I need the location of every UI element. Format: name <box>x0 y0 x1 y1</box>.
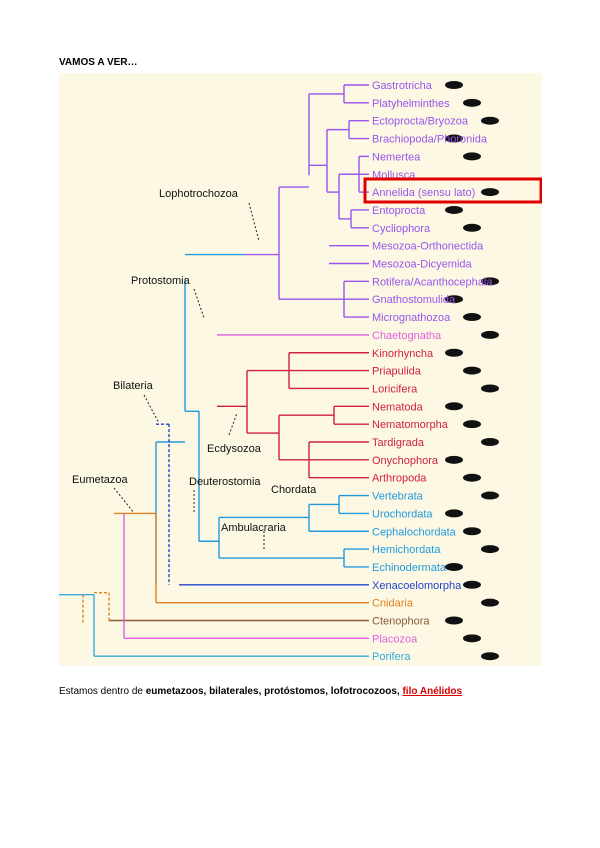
organism-silhouette-icon <box>481 545 499 554</box>
taxon-label: Cycliophora <box>372 223 431 235</box>
organism-silhouette-icon <box>481 116 499 125</box>
caption-separator: , <box>258 686 265 697</box>
organism-silhouette-icon <box>445 509 463 518</box>
taxon-label: Placozoa <box>372 633 418 645</box>
clade-label-eumetazoa: Eumetazoa <box>72 474 129 486</box>
organism-silhouette-icon <box>445 295 463 304</box>
clade-label-lophotrochozoa: Lophotrochozoa <box>159 188 239 200</box>
organism-silhouette-icon <box>481 491 499 500</box>
organism-silhouettes <box>445 81 499 661</box>
organism-silhouette-icon <box>481 652 499 661</box>
organism-silhouette-icon <box>481 188 499 197</box>
caption-text: Estamos dentro de eumetazoos, bilaterale… <box>59 686 462 697</box>
organism-silhouette-icon <box>463 473 481 482</box>
clade-label-ambulacraria: Ambulacraria <box>221 522 287 534</box>
taxon-label: Vertebrata <box>372 491 424 503</box>
clade-label-chordata: Chordata <box>271 484 317 496</box>
caption-lofotrocozoos: lofotrocozoos <box>330 686 397 697</box>
taxon-label: Cephalochordata <box>372 526 457 538</box>
taxon-label: Priapulida <box>372 366 422 378</box>
organism-silhouette-icon <box>445 562 463 571</box>
caption-prefix: Estamos dentro de <box>59 686 146 697</box>
taxon-label: Brachiopoda/Phoronida <box>372 134 488 146</box>
taxon-label: Mesozoa-Orthonectida <box>372 241 484 253</box>
organism-silhouette-icon <box>445 81 463 89</box>
taxon-label: Onychophora <box>372 455 439 467</box>
organism-silhouette-icon <box>463 527 481 536</box>
page-heading: VAMOS A VER… <box>59 57 138 68</box>
organism-silhouette-icon <box>463 313 481 322</box>
clade-pointer <box>143 394 160 424</box>
taxon-label: Urochordata <box>372 508 433 520</box>
organism-silhouette-icon <box>463 634 481 643</box>
organism-silhouette-icon <box>463 98 481 107</box>
taxon-label: Porifera <box>372 651 411 663</box>
caption-separator: , <box>396 686 403 697</box>
organism-silhouette-icon <box>445 348 463 357</box>
taxon-label: Arthropoda <box>372 473 427 485</box>
taxon-label: Entoprocta <box>372 205 426 217</box>
taxon-label: Hemichordata <box>372 544 441 556</box>
taxon-label: Rotifera/Acanthocephala <box>372 276 493 288</box>
taxon-label: Platyhelminthes <box>372 98 450 110</box>
taxon-label: Annelida (sensu lato) <box>372 187 475 199</box>
organism-silhouette-icon <box>463 152 481 161</box>
caption-bilaterales: bilaterales <box>209 686 259 697</box>
clade-pointer <box>193 288 205 319</box>
taxon-label: Micrognathozoa <box>372 312 451 324</box>
caption-protostomos: protóstomos <box>264 686 326 697</box>
organism-silhouette-icon <box>481 277 499 286</box>
organism-silhouette-icon <box>463 420 481 429</box>
organism-silhouette-icon <box>445 205 463 214</box>
clade-label-bilateria: Bilateria <box>113 380 154 392</box>
organism-silhouette-icon <box>445 455 463 464</box>
taxon-label: Gnathostomulida <box>372 294 456 306</box>
annelida-highlight-box <box>363 177 542 204</box>
tree-branches <box>59 84 369 657</box>
taxon-label: Xenacoelomorpha <box>372 580 462 592</box>
caption-separator: , <box>203 686 210 697</box>
organism-silhouette-icon <box>463 580 481 589</box>
clade-pointer <box>248 202 260 242</box>
taxon-label: Nematomorpha <box>372 419 449 431</box>
organism-silhouette-icon <box>481 330 499 339</box>
taxon-label: Gastrotricha <box>372 80 433 92</box>
caption-eumetazoos: eumetazoos <box>145 686 204 697</box>
taxon-label: Echinodermata <box>372 562 447 574</box>
organism-silhouette-icon <box>445 134 463 143</box>
clade-label-deuterostomia: Deuterostomia <box>189 476 261 488</box>
organism-silhouette-icon <box>463 223 481 232</box>
phylogenetic-tree: GastrotrichaPlatyhelminthesEctoprocta/Br… <box>59 80 542 663</box>
clade-pointer <box>113 487 135 514</box>
clade-labels: LophotrochozoaProtostomiaBilateriaEcdyso… <box>72 188 317 551</box>
organism-silhouette-icon <box>481 384 499 393</box>
clade-pointer <box>228 412 238 436</box>
taxon-label: Ectoprocta/Bryozoa <box>372 116 469 128</box>
clade-label-protostomia: Protostomia <box>131 275 191 287</box>
taxon-label: Nematoda <box>372 401 424 413</box>
taxon-label: Loricifera <box>372 383 418 395</box>
organism-silhouette-icon <box>481 598 499 607</box>
organism-silhouette-icon <box>463 366 481 375</box>
organism-silhouette-icon <box>481 438 499 446</box>
organism-silhouette-icon <box>445 616 463 625</box>
clade-label-ecdysozoa: Ecdysozoa <box>207 443 262 455</box>
taxon-label: Chaetognatha <box>372 330 442 342</box>
taxon-label: Ctenophora <box>372 616 430 628</box>
tree-dashed-branches <box>82 423 170 623</box>
taxon-label: Mesozoa-Dicyemida <box>372 259 473 271</box>
organism-silhouette-icon <box>445 402 463 411</box>
taxon-labels: GastrotrichaPlatyhelminthesEctoprocta/Br… <box>372 80 493 663</box>
taxon-label: Nemertea <box>372 151 421 163</box>
taxon-label: Tardigrada <box>372 437 425 449</box>
caption-separator: , <box>325 686 331 697</box>
caption-filo-anelidos-link[interactable]: filo Anélidos <box>402 686 463 697</box>
taxon-label: Kinorhyncha <box>372 348 434 360</box>
taxon-label: Cnidaria <box>372 598 414 610</box>
